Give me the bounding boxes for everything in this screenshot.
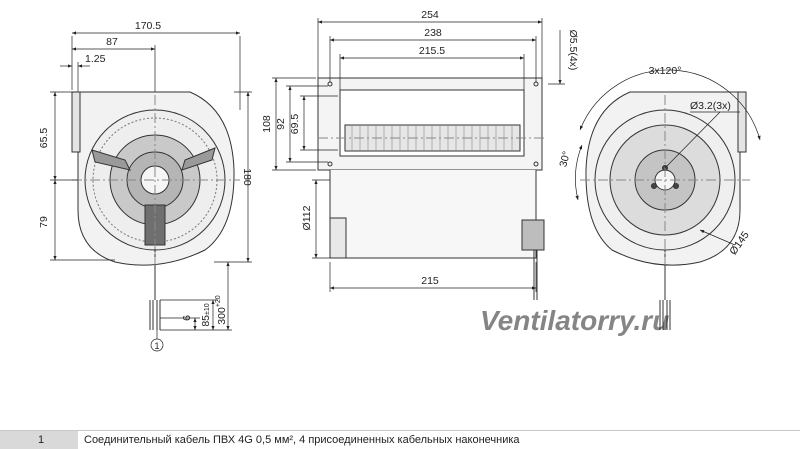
dim-wire-end: 6 <box>181 315 193 321</box>
right-view <box>580 91 750 330</box>
center-dimensions <box>272 18 565 292</box>
dim-hole-5-5: Ø5.5(4x) <box>567 30 579 71</box>
left-bracket-right <box>181 147 216 171</box>
dim-offset-1-25: 1.25 <box>85 53 106 65</box>
dim-angle-3x120: 3x120° <box>649 65 682 77</box>
center-view <box>317 77 545 300</box>
dim-height-69-5: 69.5 <box>289 114 301 135</box>
callout-label: 1 <box>154 341 159 351</box>
dim-overall-width: 170.5 <box>135 20 161 32</box>
dim-cable-length: 300+20 <box>215 295 228 325</box>
dim-strip-length: 85±10 <box>200 303 212 326</box>
dim-offset-87: 87 <box>106 36 118 48</box>
dim-width-215-5: 215.5 <box>419 45 445 57</box>
center-motor-box <box>521 219 545 251</box>
watermark: Ventilatorry.ru <box>480 305 669 336</box>
left-dimensions <box>50 31 252 352</box>
dim-hole-3-2: Ø3.2(3x) <box>690 100 731 112</box>
dim-dia-112: Ø112 <box>301 205 313 230</box>
dim-width-215: 215 <box>421 275 439 287</box>
left-bracket <box>91 149 131 171</box>
footer-legend: 1 Соединительный кабель ПВХ 4G 0,5 мм², … <box>0 430 800 449</box>
right-flange <box>737 91 747 153</box>
center-housing-body <box>329 170 537 259</box>
dim-height-92: 92 <box>275 118 287 130</box>
dim-height-108: 108 <box>261 115 273 133</box>
dim-width-238: 238 <box>424 27 442 39</box>
dim-lower-height: 79 <box>38 216 50 228</box>
technical-drawing: 170.5 87 1.25 65.5 79 180 300+20 85±10 6… <box>38 9 761 352</box>
dim-total-height: 180 <box>241 168 253 186</box>
dim-width-254: 254 <box>421 9 439 21</box>
center-inlet-left <box>329 217 347 259</box>
footer-item-description: Соединительный кабель ПВХ 4G 0,5 мм², 4 … <box>84 434 520 446</box>
left-view <box>71 91 240 330</box>
dim-upper-height: 65.5 <box>38 128 50 149</box>
right-dimensions <box>575 69 761 246</box>
footer-item-number: 1 <box>0 431 78 449</box>
left-flange <box>71 91 81 153</box>
dim-angle-30: 30° <box>557 150 573 168</box>
